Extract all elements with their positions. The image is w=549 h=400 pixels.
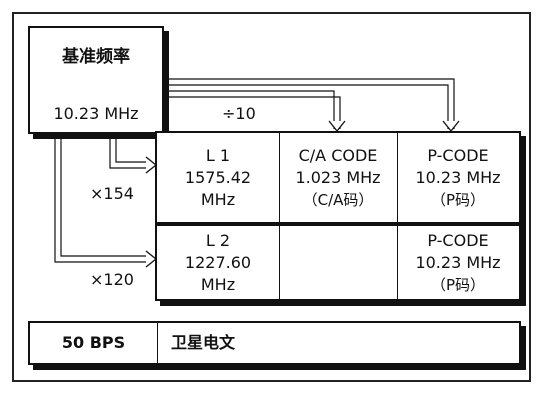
l1-p-code-cell: P-CODE 10.23 MHz （P码） — [397, 133, 519, 222]
l2-carrier-cell: L 2 1227.60 MHz — [157, 226, 279, 299]
divide-label: ÷10 — [222, 104, 256, 123]
l1-carrier-cell: L 1 1575.42 MHz — [157, 133, 279, 222]
l2-carrier-unit: MHz — [200, 274, 236, 294]
arrow-to-p-code — [165, 78, 460, 133]
ca-code-note: （C/A码） — [302, 190, 374, 209]
l2-carrier-frequency: 1227.60 — [184, 252, 252, 272]
ca-code-name: C/A CODE — [298, 145, 378, 165]
l1-p-code-note: （P码） — [430, 190, 486, 209]
nav-message-label: 卫星电文 — [171, 333, 236, 352]
l2-divider-1 — [279, 226, 280, 299]
l1-multiplier-label: ×154 — [90, 184, 134, 203]
l2-empty-cell — [279, 226, 397, 299]
arrow-to-l1 — [109, 134, 158, 174]
reference-frequency-title: 基准频率 — [62, 47, 130, 67]
l1-p-code-name: P-CODE — [427, 145, 489, 165]
l1-carrier-unit: MHz — [200, 189, 236, 209]
l1-p-code-rate: 10.23 MHz — [415, 167, 501, 187]
nav-message-row: 50 BPS 卫星电文 — [28, 321, 521, 365]
l1-divider-1 — [279, 133, 280, 222]
l1-signal-row: L 1 1575.42 MHz C/A CODE 1.023 MHz （C/A码… — [155, 131, 521, 224]
ca-code-rate: 1.023 MHz — [295, 167, 381, 187]
nav-message-divider — [157, 323, 158, 363]
l2-p-code-rate: 10.23 MHz — [415, 252, 501, 272]
l1-carrier-name: L 1 — [205, 145, 231, 165]
nav-message-label-cell: 卫星电文 — [157, 323, 519, 363]
l2-signal-row: L 2 1227.60 MHz P-CODE 10.23 MHz （P码） — [155, 224, 521, 301]
reference-frequency-box: 基准频率 10.23 MHz — [28, 26, 164, 134]
nav-message-rate-cell: 50 BPS — [30, 323, 157, 363]
l1-ca-code-cell: C/A CODE 1.023 MHz （C/A码） — [279, 133, 397, 222]
arrow-to-ca-code — [165, 90, 346, 133]
l1-divider-2 — [397, 133, 398, 222]
nav-message-rate: 50 BPS — [61, 333, 126, 352]
l2-p-code-name: P-CODE — [427, 230, 489, 250]
l2-divider-2 — [397, 226, 398, 299]
l1-carrier-frequency: 1575.42 — [184, 167, 252, 187]
arrow-to-l2 — [54, 134, 158, 268]
diagram-frame — [12, 12, 531, 382]
l2-p-code-cell: P-CODE 10.23 MHz （P码） — [397, 226, 519, 299]
l2-multiplier-label: ×120 — [90, 270, 134, 289]
l2-p-code-note: （P码） — [430, 275, 486, 294]
reference-frequency-value: 10.23 MHz — [53, 104, 139, 123]
l2-carrier-name: L 2 — [205, 230, 231, 250]
